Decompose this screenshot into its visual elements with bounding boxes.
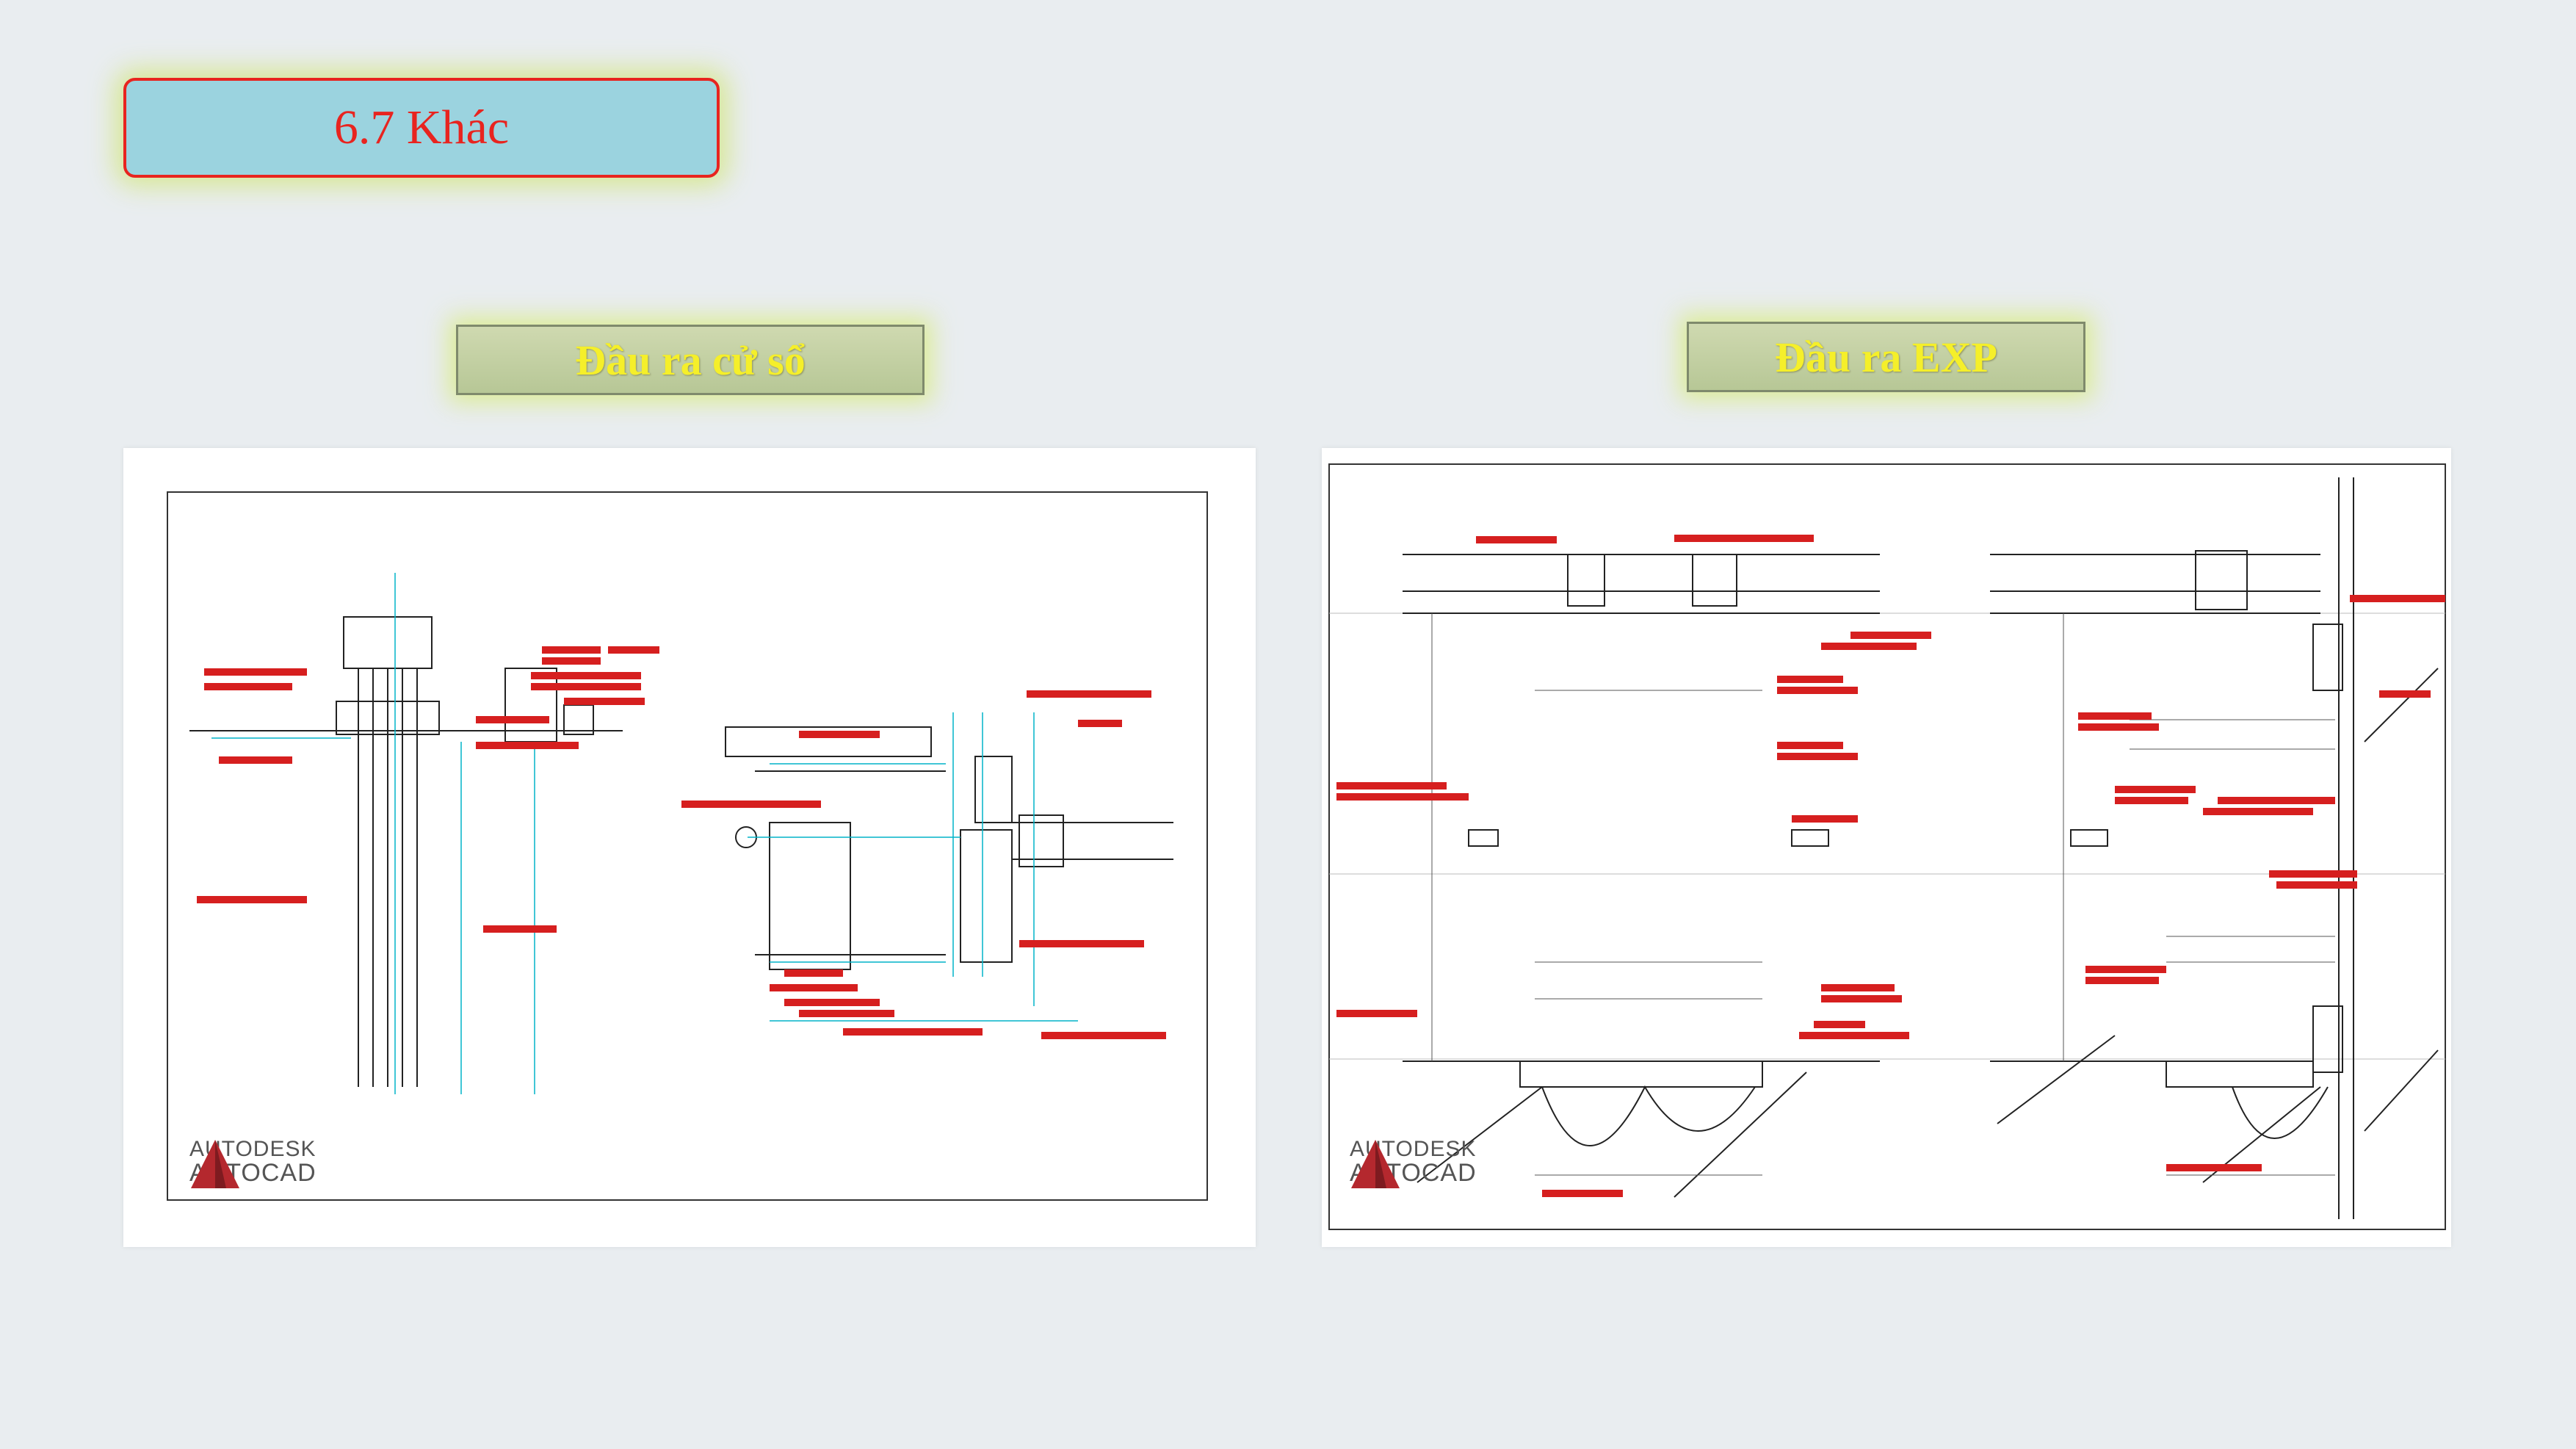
cad-drawing-exp-detail: AUTODESK AUTOCAD: [1322, 448, 2451, 1247]
autocad-logo-icon: [191, 1140, 239, 1188]
autocad-logo: AUTODESK AUTOCAD: [189, 1138, 316, 1188]
section-label-window: Đầu ra cử sổ: [456, 325, 925, 395]
cad-drawing-window-detail: AUTODESK AUTOCAD: [123, 448, 1256, 1247]
autocad-logo-icon: [1351, 1140, 1400, 1188]
slide-title: 6.7 Khác: [123, 78, 720, 178]
cad-sheet-exp: [1328, 463, 2446, 1230]
section-label-exp: Đầu ra EXP: [1687, 322, 2085, 392]
cad-sheet-window: [167, 491, 1208, 1201]
autocad-logo: AUTODESK AUTOCAD: [1350, 1138, 1477, 1188]
